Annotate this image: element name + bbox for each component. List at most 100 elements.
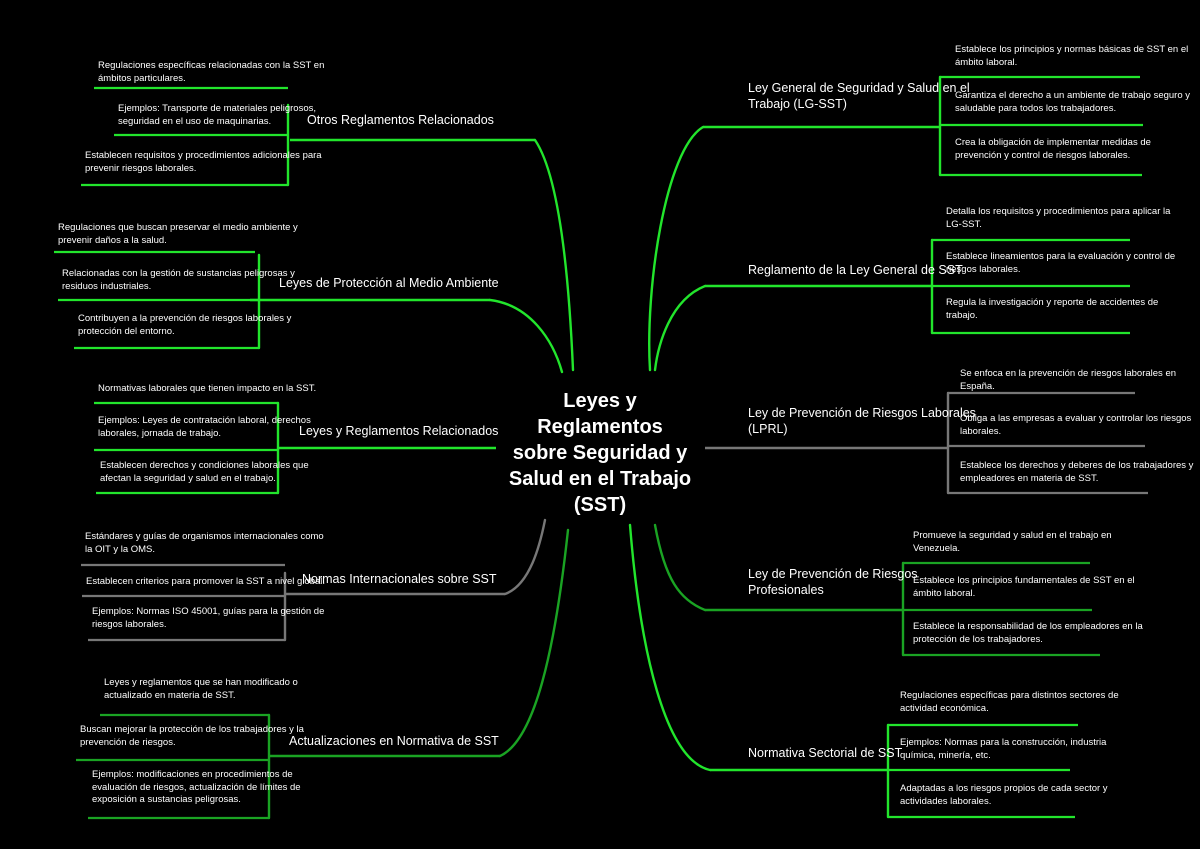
branch-label-lprl: Ley de Prevención de Riesgos Laborales (L… <box>748 405 976 437</box>
leaf-note-line: Obliga a las empresas a evaluar y contro… <box>960 413 1192 424</box>
leaf-note: Establece los derechos y deberes de los … <box>960 460 1193 485</box>
leaf-note-line: ámbito laboral. <box>913 587 976 599</box>
leaf-note-line: Establece los principios fundamentales d… <box>913 575 1135 586</box>
leaf-note-line: actividad económica. <box>900 702 989 714</box>
branch-label-line: Trabajo (LG-SST) <box>748 97 847 111</box>
branch-label-medio: Leyes de Protección al Medio Ambiente <box>279 275 499 291</box>
branch-label-line: (LPRL) <box>748 422 788 436</box>
leaf-note: Crea la obligación de implementar medida… <box>955 137 1151 162</box>
branch-label-sectorial: Normativa Sectorial de SST <box>748 745 902 761</box>
branch-label-line: Ley de Prevención de Riesgos <box>748 567 918 581</box>
leaf-note-line: Establecen derechos y condiciones labora… <box>100 460 309 471</box>
branch-label-line: Normativa Sectorial de SST <box>748 746 903 760</box>
leaf-note: Establece lineamientos para la evaluació… <box>946 251 1175 276</box>
leaf-note-line: Establecen criterios para promover la SS… <box>86 576 326 587</box>
branch-label-line: Actualizaciones en Normativa de SST <box>289 734 499 748</box>
leaf-note-line: ámbitos particulares. <box>98 72 186 84</box>
branch-label-line: Ley de Prevención de Riesgos Laborales <box>748 406 976 420</box>
branch-label-line: Otros Reglamentos Relacionados <box>307 113 494 127</box>
leaf-note-line: la OIT y la OMS. <box>85 543 156 555</box>
branch-label-line: Reglamento de la Ley General de SST <box>748 263 963 277</box>
branch-label-line: Normas Internacionales sobre SST <box>302 572 497 586</box>
leaf-note-line: Ejemplos: Transporte de materiales pelig… <box>118 103 317 114</box>
branch-label-line: Profesionales <box>748 583 824 597</box>
leaf-note-line: Establece los derechos y deberes de los … <box>960 460 1194 471</box>
leaf-note: Establecen derechos y condiciones labora… <box>100 460 309 485</box>
leaf-note-line: exposición a sustancias peligrosas. <box>92 794 241 805</box>
branch-connector <box>488 298 564 374</box>
leaf-note: Regulaciones específicas relacionadas co… <box>98 60 324 85</box>
leaf-note-line: prevención y control de riesgos laborale… <box>955 149 1131 161</box>
leaf-note-line: Regulaciones que buscan preservar el med… <box>58 222 298 233</box>
leaf-note-line: seguridad en el uso de maquinarias. <box>118 115 272 127</box>
leaf-note-line: actividades laborales. <box>900 795 992 807</box>
branch-label-line: Leyes y Reglamentos Relacionados <box>299 424 499 438</box>
leaf-note-line: España. <box>960 380 995 392</box>
leaf-note: Buscan mejorar la protección de los trab… <box>80 724 304 749</box>
leaf-note: Obliga a las empresas a evaluar y contro… <box>960 413 1191 438</box>
leaf-note: Regula la investigación y reporte de acc… <box>946 297 1158 322</box>
leaf-note-line: prevenir daños a la salud. <box>58 234 167 246</box>
leaf-note-line: Establecen requisitos y procedimientos a… <box>85 150 322 161</box>
leaf-note: Ejemplos: Transporte de materiales pelig… <box>118 103 316 128</box>
branch-connector <box>653 523 707 612</box>
branch-label-line: Leyes de Protección al Medio Ambiente <box>279 276 499 290</box>
leaf-note: Establecen requisitos y procedimientos a… <box>85 150 322 175</box>
leaf-note-line: Normativas laborales que tienen impacto … <box>98 383 317 394</box>
leaf-note: Detalla los requisitos y procedimientos … <box>946 206 1170 231</box>
leaf-note-line: riesgos laborales. <box>946 263 1021 275</box>
leaf-note-line: Regula la investigación y reporte de acc… <box>946 297 1159 308</box>
leaf-note-line: ámbito laboral. <box>955 56 1018 68</box>
leaf-note-line: Buscan mejorar la protección de los trab… <box>80 724 304 735</box>
leaf-note-line: Relacionadas con la gestión de sustancia… <box>62 268 295 279</box>
leaf-note: Ejemplos: Leyes de contratación laboral,… <box>98 415 311 440</box>
branch-label-reglamento: Reglamento de la Ley General de SST <box>748 262 963 278</box>
central-topic: Leyes y Reglamentos sobre Seguridad y Sa… <box>500 388 700 518</box>
leaf-note-line: actualizado en materia de SST. <box>104 689 236 701</box>
branch-connector <box>533 138 575 372</box>
leaf-note-line: Establece lineamientos para la evaluació… <box>946 251 1176 262</box>
branch-connector <box>648 125 705 372</box>
leaf-note-line: Regulaciones específicas relacionadas co… <box>98 60 325 71</box>
leaf-note: Adaptadas a los riesgos propios de cada … <box>900 783 1108 808</box>
leaf-note-line: laborales. <box>960 425 1002 437</box>
leaf-note: Ejemplos: Normas para la construcción, i… <box>900 737 1106 762</box>
leaf-note-line: laborales, jornada de trabajo. <box>98 427 222 439</box>
leaf-note-line: saludable para todos los trabajadores. <box>955 102 1117 114</box>
leaf-note-line: empleadores en materia de SST. <box>960 472 1099 484</box>
leaf-note-line: prevención de riesgos. <box>80 736 176 748</box>
branch-connector <box>628 523 712 772</box>
central-topic-line: Salud en el Trabajo <box>508 468 692 490</box>
leaf-note-line: Garantiza el derecho a un ambiente de tr… <box>955 90 1191 101</box>
leaf-note-line: evaluación de riesgos, actualización de … <box>92 781 301 793</box>
branch-label-leyes-rel: Leyes y Reglamentos Relacionados <box>299 423 498 439</box>
central-topic-line: sobre Seguridad y <box>512 442 688 464</box>
leaf-note: Regulaciones que buscan preservar el med… <box>58 222 298 247</box>
leaf-note: Regulaciones específicas para distintos … <box>900 690 1119 715</box>
leaf-note-line: afectan la seguridad y salud en el traba… <box>100 472 276 484</box>
leaf-note-line: Adaptadas a los riesgos propios de cada … <box>900 783 1108 794</box>
leaf-note-line: protección de los trabajadores. <box>913 633 1043 645</box>
leaf-note-line: Ejemplos: modificaciones en procedimient… <box>92 769 293 780</box>
leaf-note: Establecen criterios para promover la SS… <box>86 576 325 589</box>
leaf-note-line: Venezuela. <box>913 542 961 554</box>
leaf-note-line: Establece la responsabilidad de los empl… <box>913 621 1143 632</box>
leaf-note: Leyes y reglamentos que se han modificad… <box>104 677 298 702</box>
leaf-note-line: Leyes y reglamentos que se han modificad… <box>104 677 298 688</box>
branch-label-actualizaciones: Actualizaciones en Normativa de SST <box>289 733 499 749</box>
leaf-note-line: Regulaciones específicas para distintos … <box>900 690 1119 701</box>
leaf-note-line: química, minería, etc. <box>900 749 991 761</box>
leaf-note-line: riesgos laborales. <box>92 618 167 630</box>
leaf-note-line: Crea la obligación de implementar medida… <box>955 137 1151 148</box>
branch-label-line: Ley General de Seguridad y Salud en el <box>748 81 970 95</box>
leaf-note-line: Establece los principios y normas básica… <box>955 44 1189 55</box>
leaf-note-line: trabajo. <box>946 309 978 321</box>
leaf-note: Garantiza el derecho a un ambiente de tr… <box>955 90 1190 115</box>
leaf-note: Se enfoca en la prevención de riesgos la… <box>960 368 1176 393</box>
leaf-note: Establece los principios y normas básica… <box>955 44 1188 69</box>
leaf-note-line: Ejemplos: Normas para la construcción, i… <box>900 737 1107 748</box>
branch-label-lgsst: Ley General de Seguridad y Salud en el Tr… <box>748 80 970 112</box>
leaf-note-line: protección del entorno. <box>78 325 175 337</box>
